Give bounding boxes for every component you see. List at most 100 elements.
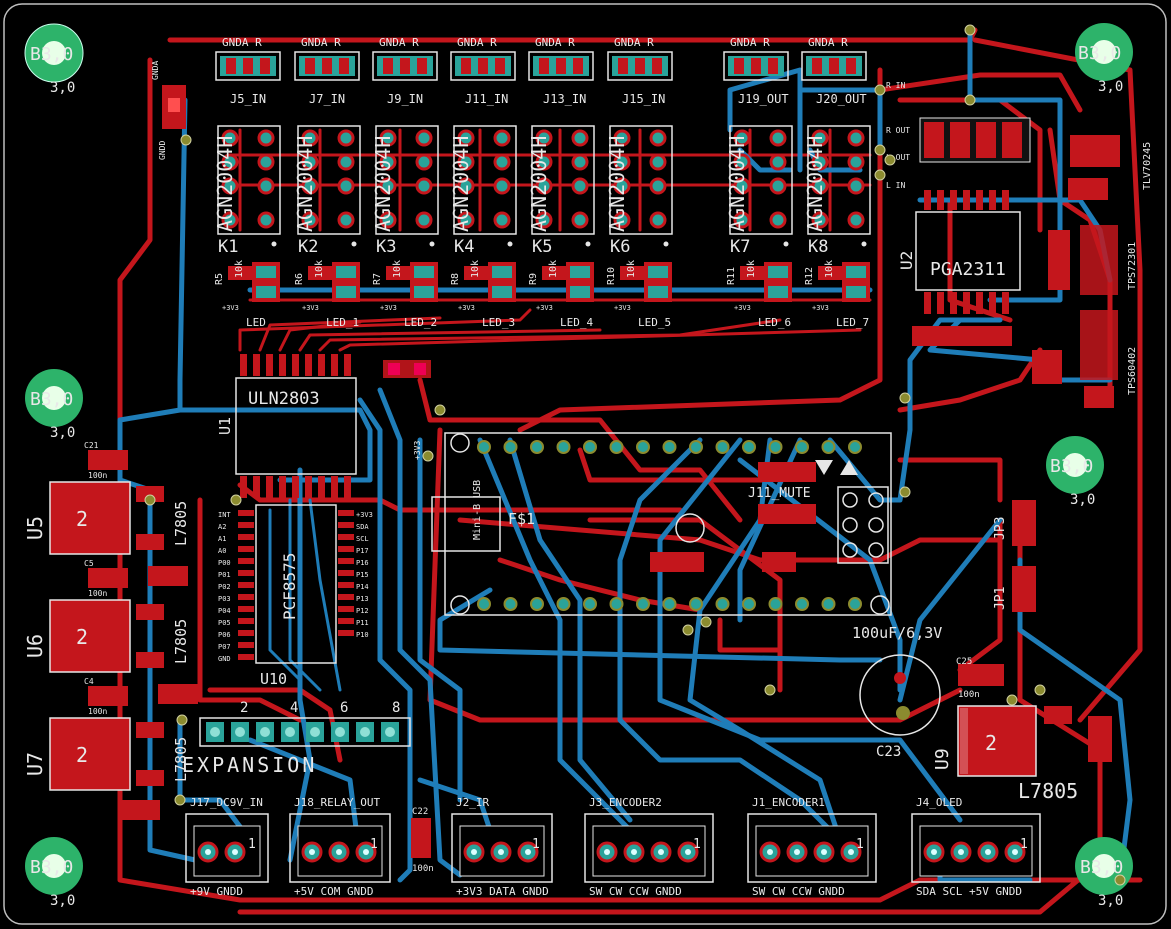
pga-label: PGA2311: [930, 259, 1006, 280]
resistor-ref: R10: [606, 267, 617, 285]
resistor-ref: R7: [372, 273, 383, 285]
svg-text:+3V3: +3V3: [812, 304, 829, 312]
svg-text:C4: C4: [84, 677, 94, 686]
svg-text:+3V3: +3V3: [614, 304, 631, 312]
connector-header: GNDA R: [535, 36, 575, 49]
cap-value: 100uF/6,3V: [852, 624, 942, 642]
svg-text:3,0: 3,0: [50, 893, 75, 909]
svg-text:2: 2: [76, 625, 88, 649]
resistor-val: 10k: [392, 260, 403, 278]
pcf-pin-label: P00: [218, 559, 231, 567]
svg-text:3,0: 3,0: [50, 80, 75, 96]
pcf-pin-label: P05: [218, 619, 231, 627]
svg-text:3,0: 3,0: [1098, 79, 1123, 95]
connector-name: J5_IN: [230, 92, 266, 106]
relay-ref: K2: [298, 237, 318, 257]
svg-text:100n: 100n: [88, 471, 107, 480]
connector-name: J19_OUT: [738, 92, 789, 106]
connector-pins: SDA SCL +5V GNDD: [916, 885, 1022, 898]
relay-ref: K1: [218, 237, 238, 257]
pcf-pin-label: P04: [218, 607, 231, 615]
pcf-pin-label: P14: [356, 583, 369, 591]
mount-hole-tr: B3,0 3,0: [1075, 23, 1133, 95]
connector-name: J20_OUT: [816, 92, 867, 106]
svg-text:C21: C21: [84, 441, 99, 450]
connector-name: J2_IR: [456, 796, 489, 809]
connector-pins: +9V GNDD: [190, 885, 243, 898]
connector-j5-in: GNDA RJ5_IN: [215, 36, 281, 106]
svg-text:B3,0: B3,0: [30, 857, 73, 878]
connector-pins: +5V COM GNDD: [294, 885, 373, 898]
relay-ref: K7: [730, 237, 750, 257]
connector-j1-encoder1: 1 J1_ENCODER1 SW CW CCW GNDD: [747, 796, 877, 898]
connector-name: J4_OLED: [916, 796, 962, 809]
uln2803-ic: ULN2803 U1: [216, 354, 431, 498]
connector-header: GNDA R: [614, 36, 654, 49]
svg-text:L IN: L IN: [886, 181, 905, 190]
connector-header: GNDA R: [379, 36, 419, 49]
relay-part: AGN2004H: [293, 136, 317, 232]
expansion-label: EXPANSION: [182, 753, 317, 777]
svg-text:+3V3: +3V3: [536, 304, 553, 312]
svg-text:1: 1: [856, 837, 864, 852]
pcf-pin-label: P03: [218, 595, 231, 603]
led-label: LED_1: [326, 316, 359, 329]
svg-text:GNDA: GNDA: [151, 61, 160, 80]
relay-part: AGN2004H: [213, 136, 237, 232]
connector-name: J3_ENCODER2: [589, 796, 662, 809]
svg-text:1: 1: [370, 837, 378, 852]
pcf-pin-label: P02: [218, 583, 231, 591]
svg-text:2: 2: [76, 507, 88, 531]
relay-part: AGN2004H: [725, 136, 749, 232]
svg-text:2: 2: [240, 700, 248, 716]
regulator-ref: U5: [23, 516, 47, 540]
pcf-pin-label: P13: [356, 595, 369, 603]
connector-name: J11_IN: [465, 92, 508, 106]
resistor-ref: R5: [214, 273, 225, 285]
svg-text:GNDD: GNDD: [158, 141, 167, 160]
connector-pins: SW CW CCW GNDD: [752, 885, 845, 898]
resistor-val: 10k: [548, 260, 559, 278]
connector-header: GNDA R: [808, 36, 848, 49]
relay-ref: K5: [532, 237, 552, 257]
svg-text:+3V3: +3V3: [413, 441, 422, 460]
resistor-val: 10k: [470, 260, 481, 278]
connector-name: J7_IN: [309, 92, 345, 106]
connector-pins: SW CW CCW GNDD: [589, 885, 682, 898]
svg-text:2: 2: [76, 743, 88, 767]
svg-text:R OUT: R OUT: [886, 126, 910, 135]
mount-hole-bl: B3,0 3,0: [25, 837, 83, 909]
svg-text:3,0: 3,0: [1098, 893, 1123, 909]
svg-text:U10: U10: [260, 670, 287, 688]
svg-text:B3,0: B3,0: [1080, 857, 1123, 878]
svg-text:U9: U9: [932, 748, 953, 770]
svg-text:U1: U1: [216, 417, 234, 435]
mount-hole-label: B3,0: [30, 44, 73, 65]
connector-name: J18_RELAY_OUT: [294, 796, 380, 809]
svg-text:C25: C25: [956, 657, 972, 667]
led-label: LED_4: [560, 316, 593, 329]
connector-name: J1_ENCODER1: [752, 796, 825, 809]
svg-text:L7805: L7805: [1018, 779, 1078, 803]
svg-text:JP1: JP1: [993, 587, 1008, 610]
connector-header: GNDA R: [730, 36, 770, 49]
pcf-pin-label: P17: [356, 547, 369, 555]
pcf-pin-label: P15: [356, 571, 369, 579]
svg-text:100n: 100n: [412, 864, 434, 874]
led-label: LED_7: [836, 316, 869, 329]
mute-header: J11_MUTE JP3 JP1: [748, 460, 1036, 612]
misc-parts: GNDA GNDD C22 100n +3V3: [151, 61, 796, 874]
